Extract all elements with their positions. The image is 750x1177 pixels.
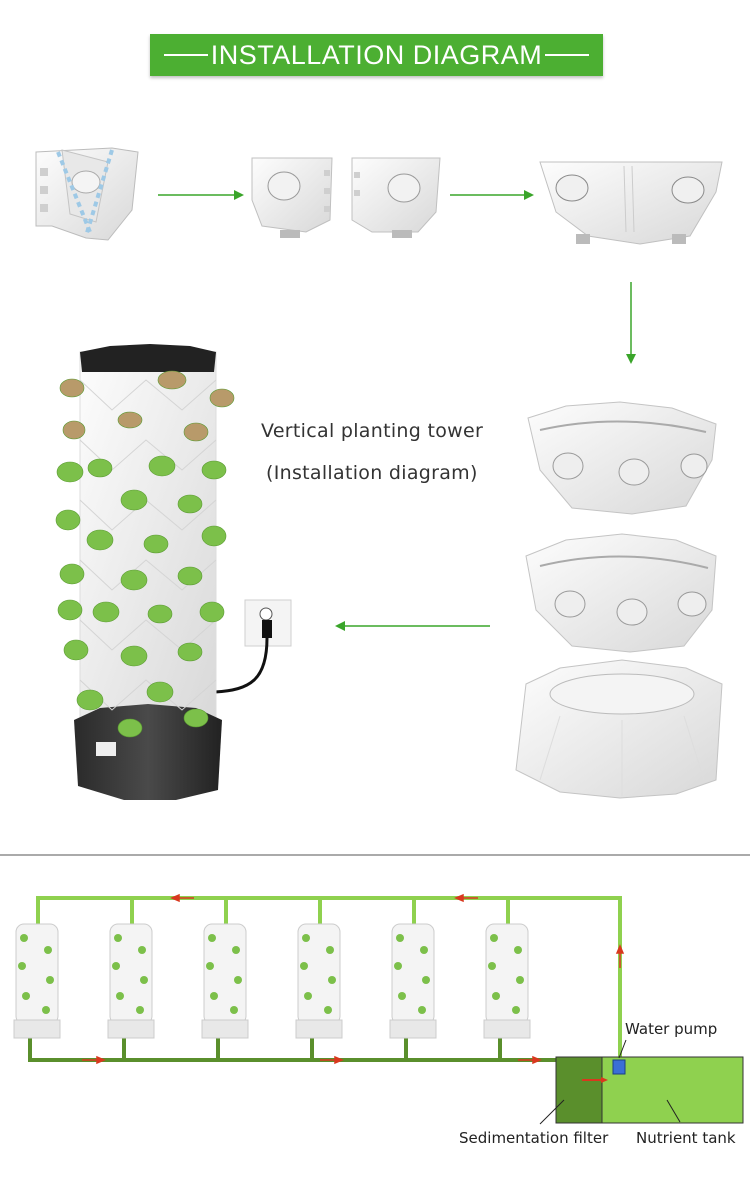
module-assembled-section <box>539 161 723 245</box>
vertical-planting-tower <box>55 344 235 800</box>
supply-pipe <box>36 896 622 1062</box>
water-pump <box>612 1059 626 1075</box>
tower-caption-line1: Vertical planting tower <box>261 420 484 442</box>
flow-arrows <box>82 893 625 1065</box>
module-pieces-pair <box>251 157 441 238</box>
banner-left-rule <box>164 54 208 56</box>
nutrient-tank-label: Nutrient tank <box>636 1129 736 1147</box>
module-piece-single <box>35 147 139 241</box>
hydroponic-system-diagram <box>13 893 744 1125</box>
power-socket <box>214 599 292 694</box>
sedimentation-filter <box>555 1056 603 1124</box>
sedimentation-filter-label: Sedimentation filter <box>459 1129 609 1147</box>
water-pump-label: Water pump <box>625 1020 718 1038</box>
mini-towers <box>13 923 531 1039</box>
tower-caption-line2: (Installation diagram) <box>266 462 478 484</box>
banner-right-rule <box>545 54 589 56</box>
page-title: INSTALLATION DIAGRAM <box>210 40 543 70</box>
return-pipe <box>28 1038 556 1062</box>
header-banner: INSTALLATION DIAGRAM <box>150 34 603 76</box>
exploded-tower-rings <box>515 401 723 799</box>
